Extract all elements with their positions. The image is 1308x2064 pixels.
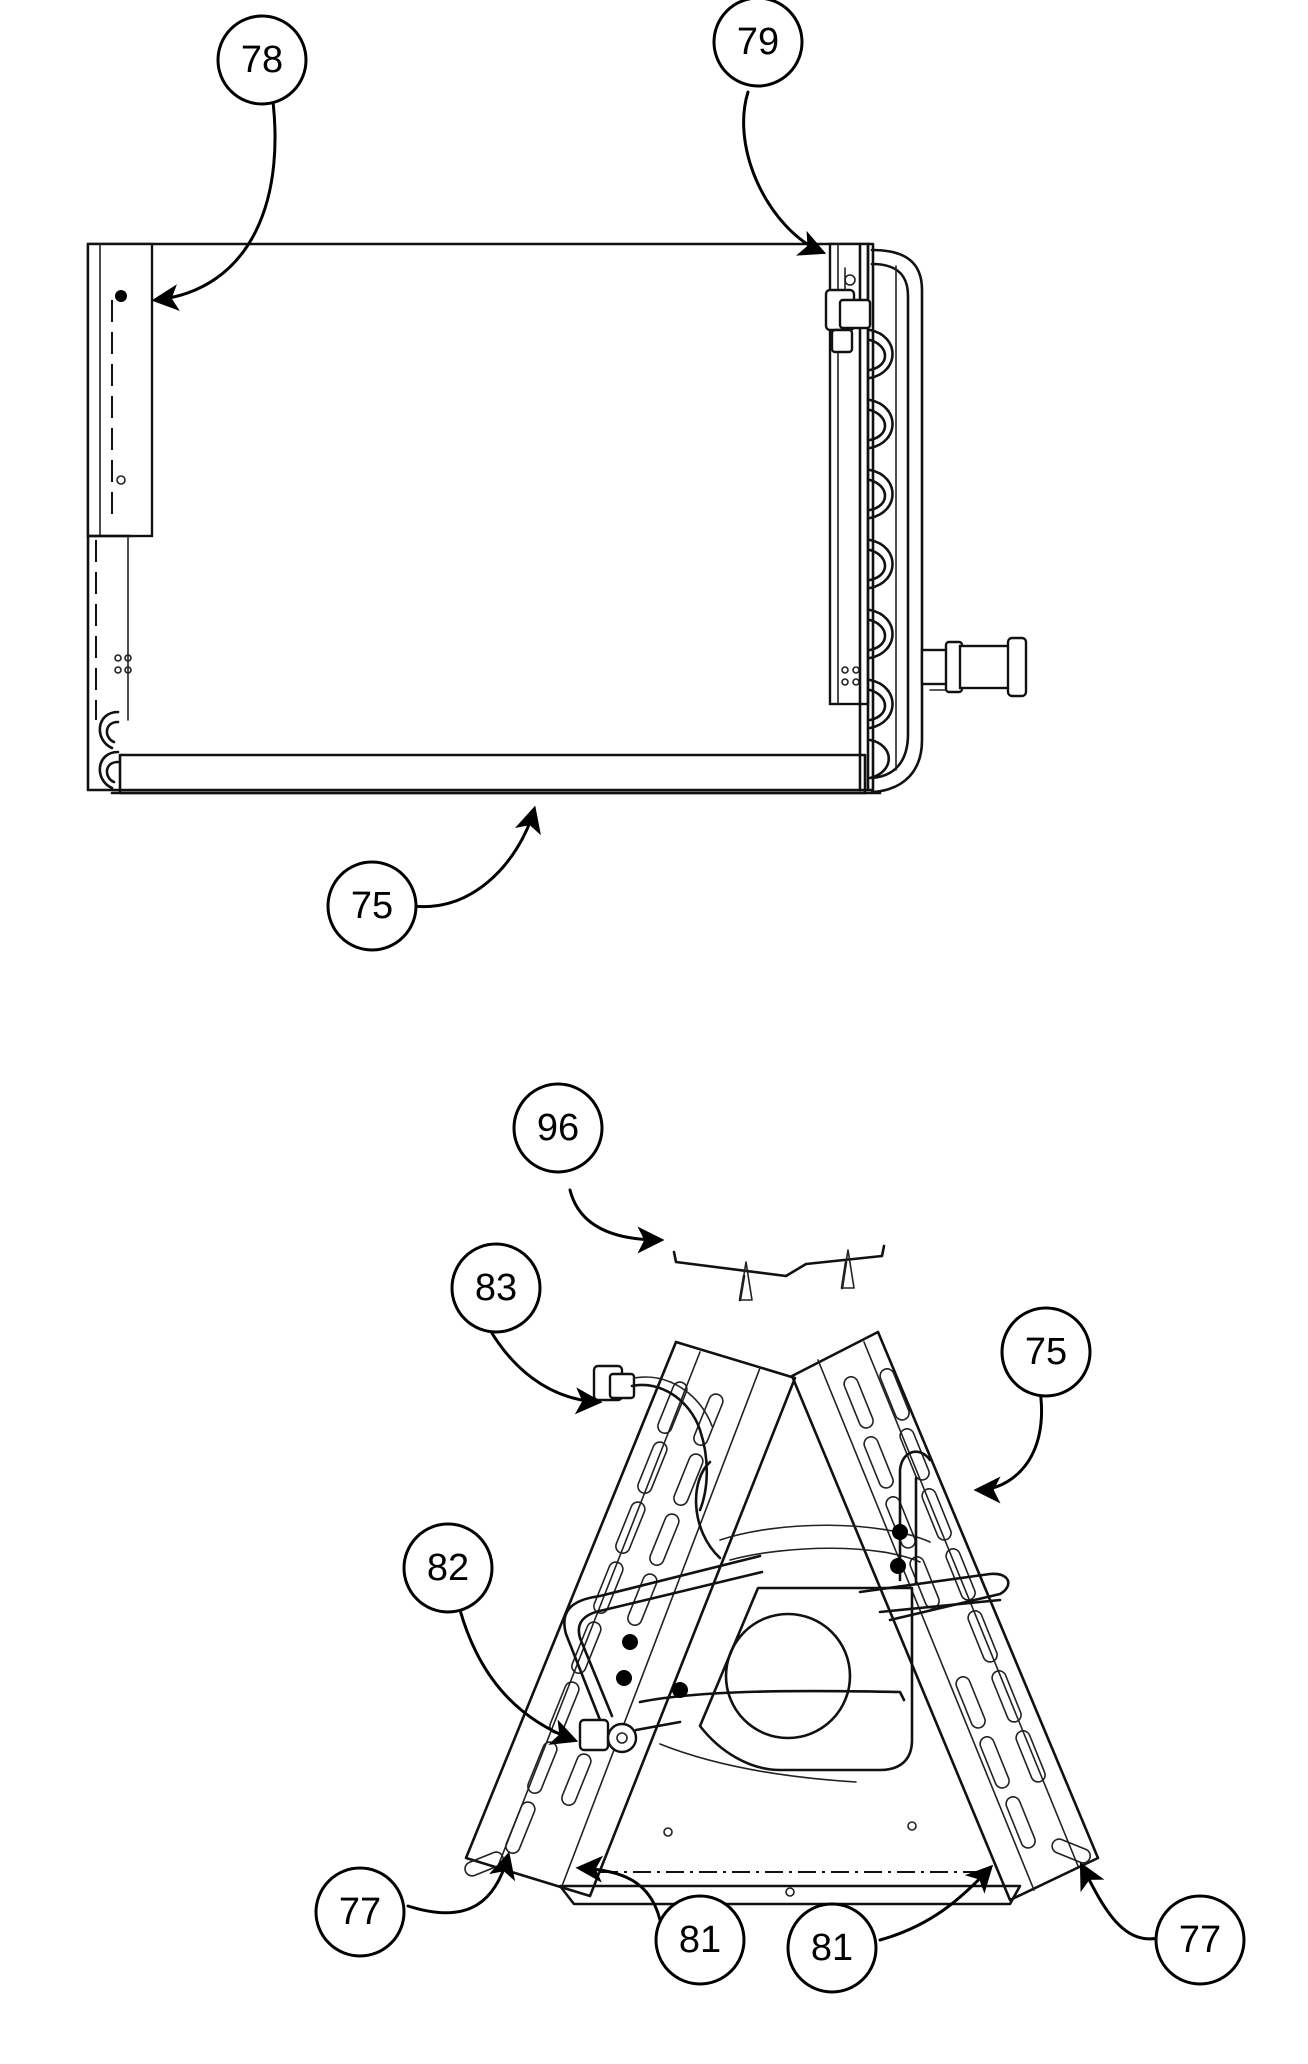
callout-77-right: 77 bbox=[1154, 1894, 1246, 1986]
distributor-valve bbox=[824, 267, 872, 354]
leader-lines bbox=[151, 78, 1160, 1942]
center-opening bbox=[659, 1586, 914, 1783]
valve-82 bbox=[578, 1718, 682, 1754]
callout-96: 96 bbox=[512, 1082, 604, 1174]
callout-77-right-label: 77 bbox=[1179, 1919, 1221, 1961]
callout-81-right-label: 81 bbox=[811, 1927, 853, 1969]
callout-81-right: 81 bbox=[786, 1902, 878, 1994]
callout-83-label: 83 bbox=[475, 1267, 517, 1309]
suction-connection bbox=[920, 636, 1028, 698]
right-manifold bbox=[868, 248, 924, 794]
callout-75-top: 75 bbox=[326, 860, 418, 952]
left-end-plate bbox=[86, 242, 154, 721]
callout-82-label: 82 bbox=[427, 1547, 469, 1589]
right-slab-slots bbox=[843, 1368, 1092, 1864]
callout-81-left: 81 bbox=[654, 1894, 746, 1986]
callout-77-left: 77 bbox=[314, 1866, 406, 1958]
callout-75-bottom: 75 bbox=[1000, 1306, 1092, 1398]
callout-75-bottom-label: 75 bbox=[1025, 1331, 1067, 1373]
callout-82: 82 bbox=[402, 1522, 494, 1614]
left-return-bends bbox=[98, 710, 120, 790]
callout-77-left-label: 77 bbox=[339, 1891, 381, 1933]
clips-96 bbox=[672, 1244, 886, 1302]
internal-tubing bbox=[563, 1450, 1010, 1722]
callout-79-label: 79 bbox=[737, 21, 779, 63]
a-coil-view bbox=[464, 1244, 1100, 1906]
callout-75-top-label: 75 bbox=[351, 885, 393, 927]
callout-81-left-label: 81 bbox=[679, 1919, 721, 1961]
callout-78-label: 78 bbox=[241, 39, 283, 81]
callout-79: 79 bbox=[712, 0, 804, 88]
callout-83: 83 bbox=[450, 1242, 542, 1334]
coil-side-view bbox=[86, 242, 1028, 795]
drain-pan bbox=[558, 1821, 1022, 1906]
callout-78: 78 bbox=[216, 14, 308, 106]
callout-96-label: 96 bbox=[537, 1107, 579, 1149]
